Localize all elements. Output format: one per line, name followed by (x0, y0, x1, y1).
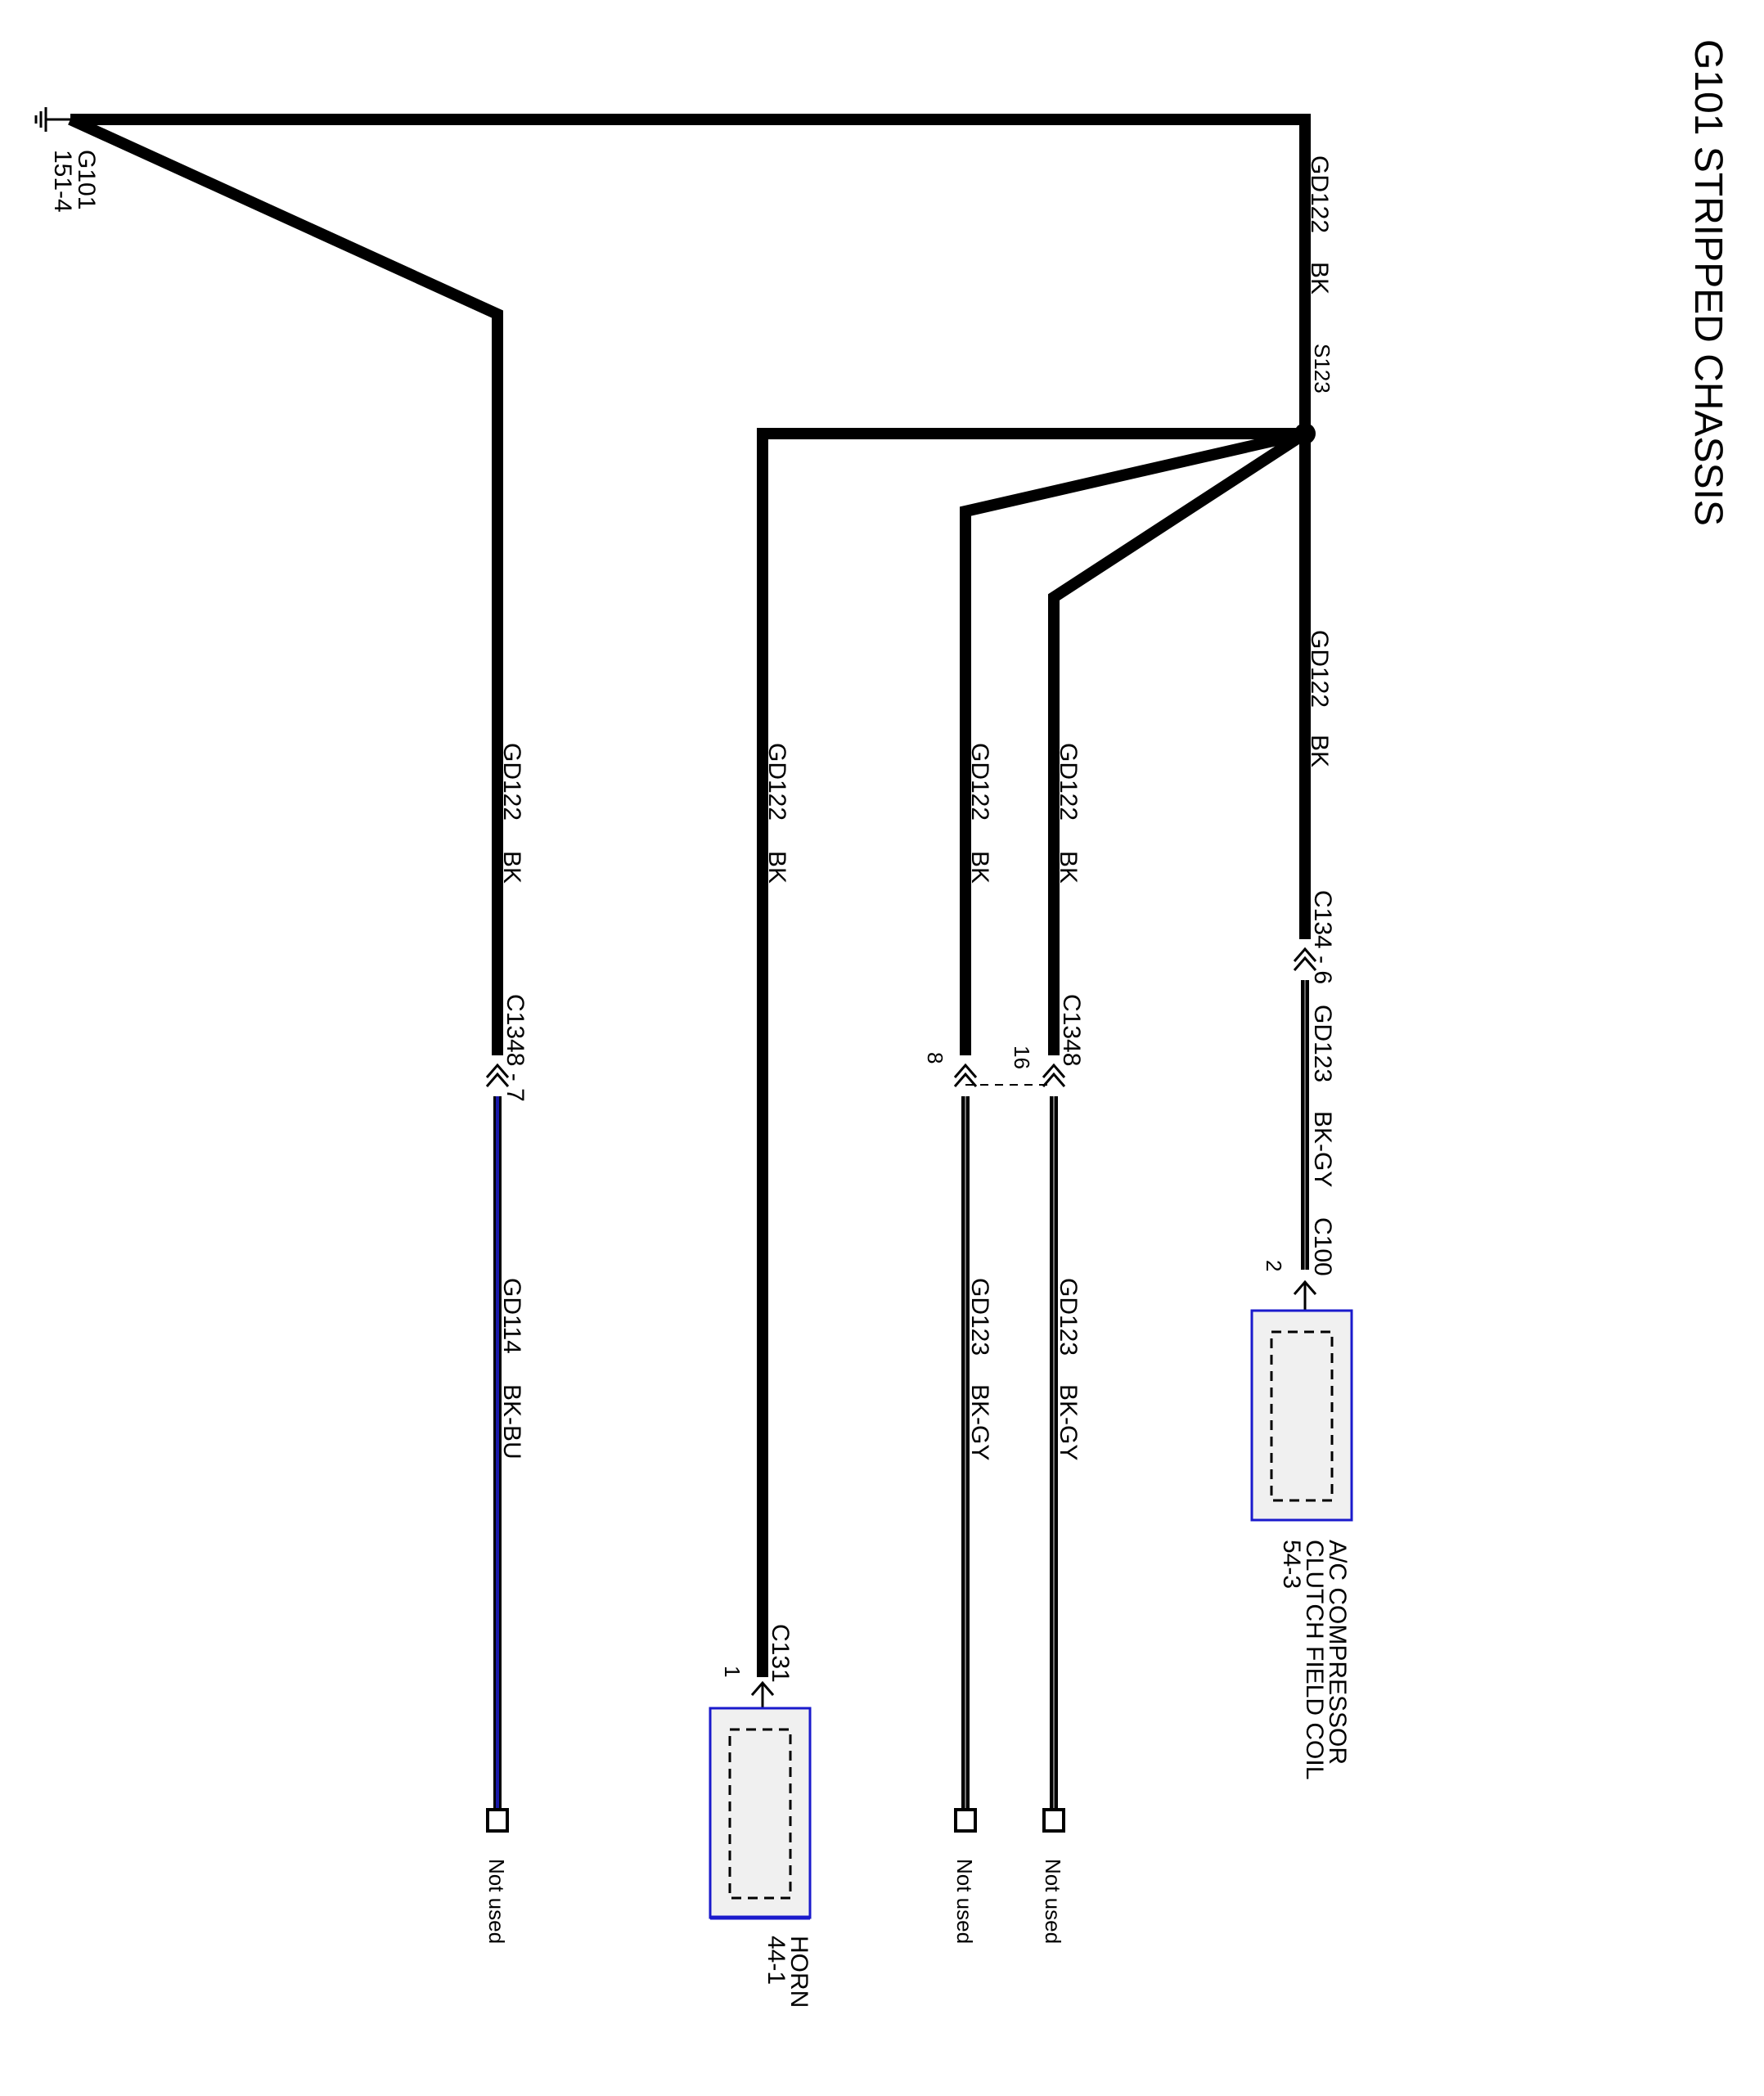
wire-16b-circuit: GD123 (1055, 1278, 1082, 1356)
splice-dot (1294, 423, 1316, 444)
wire-7-circuit: GD122 (498, 743, 525, 821)
wire-main-circuit: GD122 (1306, 155, 1333, 233)
terminal-c1348-7 (486, 1808, 509, 1833)
not-used-label-pin16: Not used (1041, 1859, 1065, 1944)
wire-7-color: BK (498, 851, 525, 884)
connector-c1348-7-mark (485, 1063, 510, 1087)
wire-c134b-color: BK-GY (1309, 1111, 1336, 1187)
not-used-label-c1348-7: Not used (484, 1859, 509, 1944)
page-title: G101 STRIPPED CHASSIS (1686, 39, 1730, 526)
wire-splice-to-pin8[interactable] (960, 428, 1307, 1055)
ac-clutch-line2: CLUTCH FIELD COIL (1301, 1540, 1328, 1779)
horn-name: HORN (785, 1936, 812, 2008)
ground-name: G101 (73, 150, 100, 209)
connector-c134-label: C134 - 6 (1309, 890, 1336, 984)
wire-16-color: BK (1055, 851, 1082, 884)
wire-main-color: BK (1306, 262, 1333, 295)
wire-16-circuit: GD122 (1055, 743, 1082, 821)
not-used-label-pin8: Not used (952, 1859, 977, 1944)
connector-c100-label: C100 (1309, 1217, 1336, 1276)
wire-7b-circuit: GD114 (498, 1278, 525, 1354)
ground-ref: 151-4 (49, 150, 76, 213)
wire-horn-circuit: GD122 (763, 743, 790, 821)
horn-component[interactable] (709, 1707, 812, 1920)
wire-8-color: BK (966, 851, 993, 884)
page-title-group: G101 STRIPPED CHASSIS (1686, 39, 1730, 526)
wire-ground-top[interactable] (70, 114, 1311, 434)
ac-clutch-ref: 54-3 (1278, 1540, 1305, 1589)
ac-clutch-line1: A/C COMPRESSOR (1324, 1540, 1351, 1765)
wire-c134b-circuit: GD123 (1309, 1005, 1336, 1082)
wire-c134-circuit: GD122 (1306, 630, 1333, 708)
terminal-pin8 (954, 1808, 977, 1833)
wire-splice-to-horn[interactable] (757, 428, 1305, 1677)
connector-pin8-label: 8 (923, 1052, 947, 1064)
connector-c100-pin: 2 (1262, 1260, 1286, 1271)
wire-ground-diagonal[interactable] (68, 114, 503, 1055)
connector-pin16-label: 16 (1010, 1046, 1034, 1069)
splice-label: S123 (1310, 344, 1334, 394)
wire-16b-color: BK-GY (1055, 1384, 1082, 1460)
wire-8b-circuit: GD123 (966, 1278, 993, 1356)
wire-8-circuit: GD122 (966, 743, 993, 821)
connector-c1348-label: C1348 (1058, 994, 1085, 1066)
connector-c134-mark (1293, 947, 1317, 971)
wire-horn-color: BK (763, 851, 790, 884)
ac-compressor-component[interactable] (1250, 1309, 1353, 1522)
wire-7b-color: BK-BU (498, 1384, 525, 1460)
connector-c131-label: C131 (767, 1624, 794, 1683)
wire-splice-to-pin16[interactable] (1048, 429, 1308, 1055)
connector-c1348-7-label: C1348 - 7 (502, 994, 529, 1102)
terminal-pin16 (1042, 1808, 1065, 1833)
wire-8b-color: BK-GY (966, 1384, 993, 1460)
horn-ref: 44-1 (763, 1936, 790, 1985)
wire-c134-color: BK (1306, 735, 1333, 767)
connector-pin16-mark (1042, 1063, 1066, 1087)
connector-pin8-mark (953, 1063, 978, 1087)
connector-c131-pin: 1 (720, 1666, 745, 1677)
ground-icon (34, 107, 70, 132)
